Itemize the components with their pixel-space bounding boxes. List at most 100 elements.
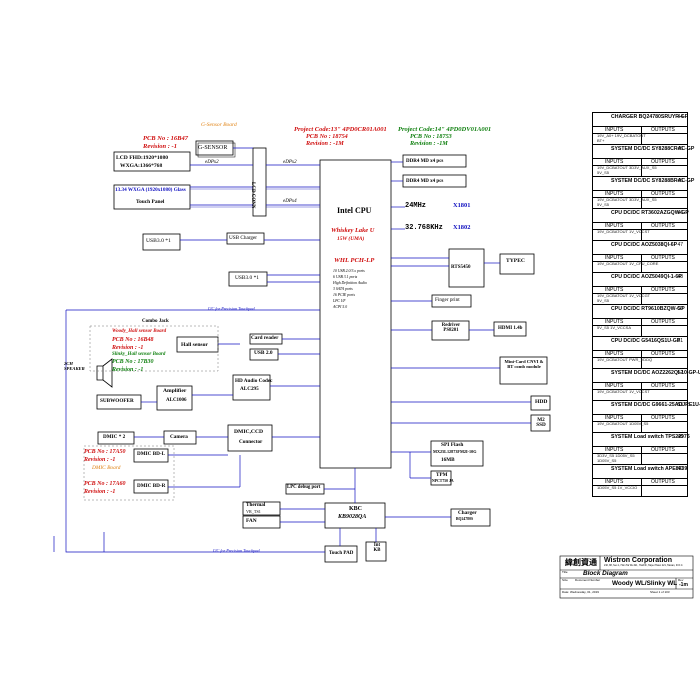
pcb-13: PCB No : 18754 [306,133,348,140]
combo-jack: Combo Jack [142,319,169,324]
rail-outputs-header: OUTPUTS [651,254,675,261]
rail-page: 45 [677,146,683,152]
gsensor-pcb: PCB No : 16B47 [143,135,188,142]
rail-header: INPUTS OUTPUTS [593,286,687,294]
rail-page: 44 [677,114,683,120]
rail-page: 46 [677,210,683,216]
lcd-fhd-label: LCD FHD:1920*1080 [116,155,169,161]
rail-divider [641,446,642,464]
amplifier: Amplifier [163,388,187,394]
sheet-date: Date: Wednesday, 01, 2019 [562,590,599,594]
rail-outputs-header: OUTPUTS [651,286,675,293]
rail-outputs-header: OUTPUTS [651,478,675,485]
dmic-bd-l: DMIC BD-L [137,451,166,457]
rail-page: 40 [677,466,683,472]
rail-inputs-header: INPUTS [605,286,624,293]
rail-row: 19V_DCBATOUT 1V_VCCST [597,389,650,394]
touch-pad: Touch PAD [329,551,354,556]
redriver-chip: Redriver PS8201 [441,323,461,333]
project-code-13: Project Code:13" 4PD0CR01A001 [294,126,387,133]
document-number: Woody WL/Slinky WL [612,580,678,587]
slinky-hall-pcb: PCB No : 17B30 [112,359,154,365]
connector-label: Connector [239,439,263,445]
rail-row: 19V_DCBATOUT 1V_VCCGT [597,293,651,298]
typec-port: TYPEC [506,258,525,264]
doc-number-label: Document Number [575,578,601,582]
gsensor-revision: Revision : -1 [143,143,177,150]
hdmi-port: HDMI 1.4b [498,326,523,331]
charger-chip: Charger [458,510,477,516]
touch-lcd-label: 13.34 WXGA (1920x1080) Glass [115,187,186,193]
rail-divider [641,222,642,240]
kbc-label: KBC [349,506,363,512]
pch-title: WHL PCH-LP [334,257,375,264]
camera: Camera [170,434,188,440]
rail-name: SYSTEM DC/DC SY8288BRAC-GP [611,178,695,184]
rail-row: 19V_DCBATOUT 1V_CPU_CORE [597,261,659,266]
rail-name: CPU DC/DC AOZ5049QI-1-6P [611,274,682,280]
cpu-tdp: 15W (UMA) [337,236,365,242]
rail-name: SYSTEM Load switch TPS22976 [611,434,690,440]
size-label: Size [562,578,568,582]
rail-divider [641,190,642,208]
cpu-subtitle: Whiskey Lake U [331,227,375,234]
rail-inputs-header: INPUTS [605,446,624,453]
rail-divider [641,286,642,304]
rail-outputs-header: OUTPUTS [651,222,675,229]
rail-inputs-header: INPUTS [605,158,624,165]
rts5450-chip: RTS5450 [451,265,471,270]
edp-label-3: eDPx4 [283,199,297,204]
rail-outputs-header: OUTPUTS [651,382,675,389]
rail-row: 19V_DCBATOUT 3D3V_AUX_S5 [597,197,657,202]
dmic-revision-2: Revision : -1 [84,489,116,495]
rail-page: 45 [677,178,683,184]
rail-page: 48 [677,274,683,280]
rail-row: 19V_DCBATOUT 1D05V_S5 [597,421,649,426]
slinky-hall-label: Slinky_Hall sensor Board [112,352,166,357]
company-address: 21F, 88, Sec.1, Hsin Tai Wu Rd., Hsichih… [604,564,684,567]
edp-label-2: eDPx2 [283,160,297,165]
speaker: 2CH SPEAKER [64,361,85,371]
cpu-title: Intel CPU [337,206,372,215]
rail-inputs-header: INPUTS [605,254,624,261]
rail-row: 19V_DCBATOUT 3D3V_AUX_S5 [597,165,657,170]
rail-inputs-header: INPUTS [605,382,624,389]
kbc-part: KB9028QA [338,514,367,520]
lcd-wxga-label: WXGA:1366*768 [120,163,163,169]
rail-name: CPU DC/DC AOZ5038QI-6P [611,242,678,248]
rail-divider [641,158,642,176]
pch-feature: ACPI 5.0 [333,305,348,309]
rail-inputs-header: INPUTS [605,318,624,325]
i2c-note-top: I2C for Precision Touchpad [208,306,255,311]
hall-board-label: Woody_Hall sensor Board [112,329,167,334]
rail-divider [641,414,642,432]
slinky-hall-revision: Revision : -1 [112,367,144,373]
amplifier-part: ALC1006 [166,398,187,403]
spi-flash-size: 16MB [441,457,455,463]
pch-feature: LPC I/F [333,299,346,303]
m2-ssd: M2 SSD [536,417,546,429]
i2c-note-bottom: I2C for Precision Touchpad [213,548,260,553]
audio-codec: HD Audio Codec [235,378,273,384]
rail-page: 51 [677,338,683,344]
internal-keyboard: Int KB [373,543,381,553]
gsensor-board-label: G-Sensor Board [201,122,237,128]
clock-32khz-ref: X1802 [453,224,471,231]
rail-row: 5V_S5 [597,202,610,207]
title-label: Title [562,570,568,574]
usb20-port: USB 2.0 [254,350,273,356]
rail-row: 3D3V_S5 1D05V_S5 [597,453,635,458]
rail-row: 1D05V_S5 [597,458,617,463]
spi-flash: SPI Flash [441,442,464,448]
revision-14: Revision : -1M [410,140,448,147]
